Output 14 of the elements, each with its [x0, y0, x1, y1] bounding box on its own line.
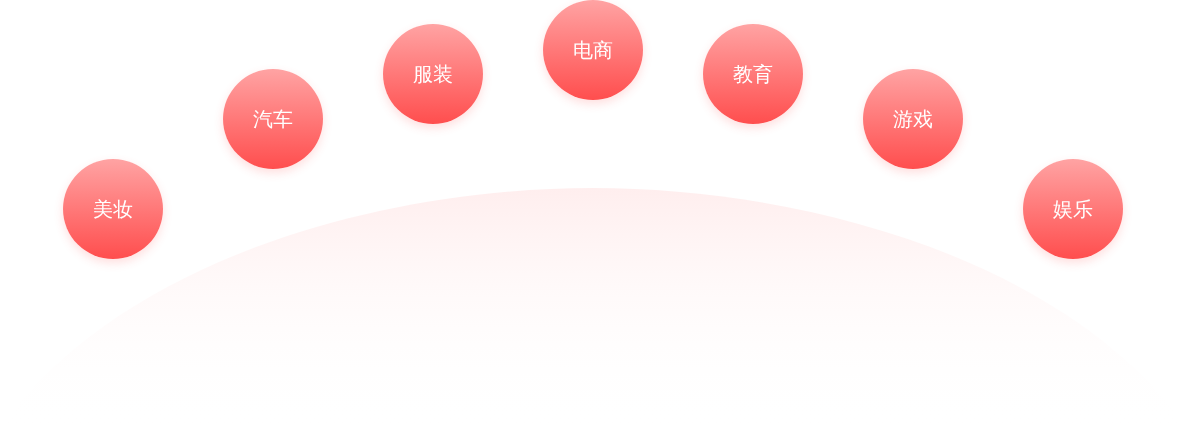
- circle-label: 娱乐: [1053, 195, 1093, 223]
- category-circle: [63, 159, 163, 259]
- circle-label: 教育: [733, 60, 773, 88]
- category-circle: [1023, 159, 1123, 259]
- category-circle: [863, 69, 963, 169]
- circle-label: 服装: [413, 60, 453, 88]
- circle-label: 美妆: [93, 195, 133, 223]
- circle-label: 电商: [573, 36, 613, 64]
- circle-label: 汽车: [253, 105, 293, 133]
- category-circle: [543, 0, 643, 100]
- category-circle: [703, 24, 803, 124]
- circle-label: 游戏: [893, 105, 933, 133]
- category-circle: [223, 69, 323, 169]
- category-circle: [383, 24, 483, 124]
